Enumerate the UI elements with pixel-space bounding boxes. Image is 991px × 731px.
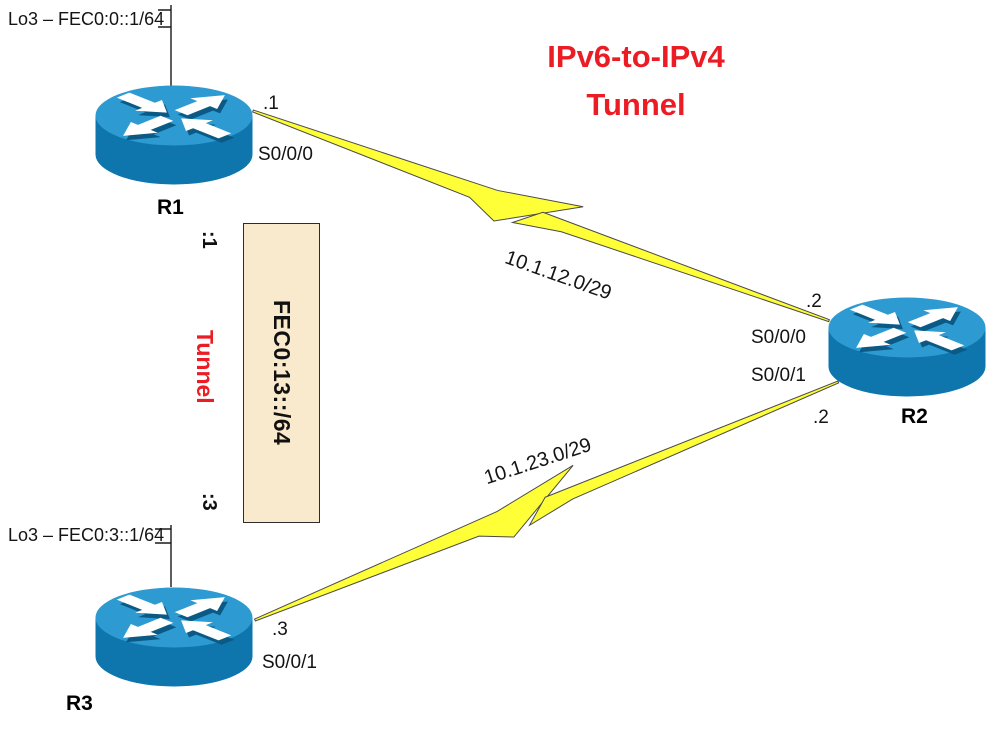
router-r2-icon <box>829 298 986 397</box>
interface-label-r2-s000: S0/0/0 <box>751 327 806 348</box>
interface-label-r3: S0/0/1 <box>262 652 317 673</box>
loopback-bracket-r3 <box>155 525 172 587</box>
lightning-bolt-icon <box>253 464 574 622</box>
interface-label-r2-s001: S0/0/1 <box>751 365 806 386</box>
loopback-bracket-r1 <box>158 5 172 87</box>
loopback-label-r1: Lo3 – FEC0:0::1/64 <box>8 9 165 29</box>
ip-label-r2-bottom: .2 <box>813 407 829 428</box>
serial-link-r3-r2 <box>253 380 840 622</box>
lightning-bolt-icon <box>252 109 584 222</box>
diagram-title-line2: Tunnel <box>586 87 686 122</box>
router-name-r3: R3 <box>66 692 93 715</box>
tunnel-label: Tunnel <box>192 330 218 404</box>
ip-label-r2-top: .2 <box>806 291 822 312</box>
interface-label-r1: S0/0/0 <box>258 144 313 165</box>
ip-label-r1: .1 <box>263 93 279 114</box>
tunnel-end-label-r3: :3 <box>198 493 220 511</box>
tunnel-network-box: FEC0:13::/64 <box>243 223 320 523</box>
router-r1-icon <box>96 86 253 185</box>
lightning-bolt-icon <box>528 380 840 527</box>
router-name-r1: R1 <box>157 196 184 219</box>
loopback-label-r3: Lo3 – FEC0:3::1/64 <box>8 525 165 545</box>
tunnel-network-label: FEC0:13::/64 <box>269 300 295 446</box>
lightning-bolt-icon <box>510 211 831 323</box>
diagram-title-line1: IPv6-to-IPv4 <box>547 39 725 74</box>
tunnel-end-label-r1: :1 <box>198 231 220 249</box>
ip-label-r3: .3 <box>272 619 288 640</box>
router-name-r2: R2 <box>901 405 928 428</box>
router-r3-icon <box>96 588 253 687</box>
diagram-title: IPv6-to-IPv4 Tunnel <box>547 33 724 129</box>
serial-link-r1-r2 <box>252 109 831 323</box>
